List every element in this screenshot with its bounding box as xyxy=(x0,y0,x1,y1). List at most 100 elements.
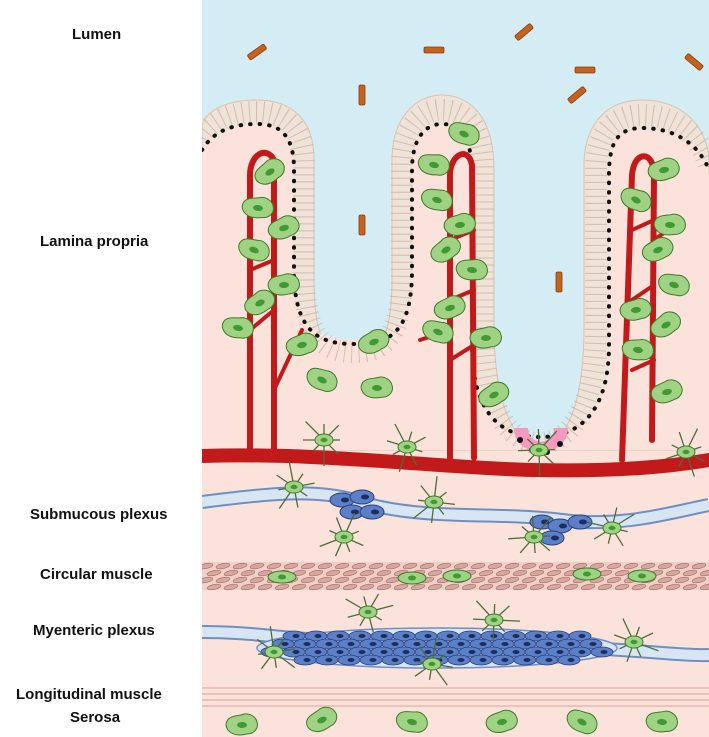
stellate-glia xyxy=(319,512,364,557)
longitudinal-muscle xyxy=(202,687,709,707)
intramuscular-glia xyxy=(397,571,427,585)
muscle-cell xyxy=(351,576,367,584)
muscle-cell xyxy=(308,583,324,591)
luminal-bacteria xyxy=(247,23,704,293)
muscle-cell xyxy=(249,562,265,570)
muscle-cell xyxy=(487,576,503,584)
muscle-cell xyxy=(257,583,273,591)
muscle-cell xyxy=(657,562,673,570)
glial-cell xyxy=(619,298,652,321)
muscle-cell xyxy=(665,583,681,591)
lamina-propria-core xyxy=(202,125,709,450)
glial-cell xyxy=(267,215,300,240)
neuron xyxy=(535,638,559,650)
glial-cell xyxy=(658,273,690,297)
muscle-cell xyxy=(555,576,571,584)
muscle-cell xyxy=(202,576,214,584)
muscle-cell xyxy=(402,562,418,570)
myenteric-neurons xyxy=(260,630,614,666)
glial-cell xyxy=(420,188,453,212)
muscle-cell xyxy=(597,583,613,591)
muscle-cell xyxy=(538,562,554,570)
muscle-cell xyxy=(512,583,528,591)
glial-cell xyxy=(448,122,480,146)
glial-cell xyxy=(244,289,276,316)
muscle-cell xyxy=(487,562,503,570)
muscle-cell xyxy=(300,576,316,584)
bacterium xyxy=(514,23,534,41)
neuron xyxy=(491,638,515,650)
muscle-cell xyxy=(606,562,622,570)
stellate-glia xyxy=(413,476,455,523)
glial-cell xyxy=(469,326,502,349)
neuron xyxy=(513,654,537,666)
muscle-cell xyxy=(495,583,511,591)
muscle-cell xyxy=(470,562,486,570)
neuron xyxy=(326,630,350,642)
muscle-cell xyxy=(691,562,707,570)
neuron xyxy=(414,630,438,642)
muscle-cell xyxy=(512,569,528,577)
muscle-cell xyxy=(521,562,537,570)
muscle-cell xyxy=(470,576,486,584)
neuron xyxy=(579,638,603,650)
bacterium xyxy=(423,46,445,54)
muscle-cell xyxy=(580,583,596,591)
muscle-cell xyxy=(342,583,358,591)
muscle-cell xyxy=(223,569,239,577)
glial-cell xyxy=(422,320,454,344)
neuron xyxy=(491,654,515,666)
muscle-cell xyxy=(478,569,494,577)
muscle-cell xyxy=(478,583,494,591)
glial-cell xyxy=(238,238,270,262)
muscle-cell xyxy=(368,576,384,584)
muscle-cell xyxy=(563,583,579,591)
neuron xyxy=(568,630,592,642)
stellate-glia xyxy=(613,618,659,663)
bacterium xyxy=(358,214,366,236)
muscle-cell xyxy=(232,576,248,584)
stellate-glia xyxy=(665,428,706,477)
glial-cell xyxy=(650,379,683,404)
neuron xyxy=(447,654,471,666)
muscle-cell xyxy=(240,569,256,577)
label-myenteric-plexus: Myenteric plexus xyxy=(33,622,155,639)
muscle-cell xyxy=(223,583,239,591)
muscle-cell xyxy=(266,562,282,570)
glial-cell xyxy=(641,237,674,262)
glial-cell xyxy=(306,706,338,733)
muscle-cell xyxy=(215,576,231,584)
muscle-cell xyxy=(589,562,605,570)
bacterium xyxy=(574,66,596,74)
muscle-cell xyxy=(325,583,341,591)
muscle-cell xyxy=(334,576,350,584)
neuron xyxy=(339,504,365,520)
muscle-cell xyxy=(606,576,622,584)
muscle-cell xyxy=(555,562,571,570)
glial-cell xyxy=(566,709,598,735)
muscle-cell xyxy=(504,562,520,570)
muscle-cell xyxy=(419,562,435,570)
neuron xyxy=(349,489,375,505)
glial-cell xyxy=(647,157,680,182)
stellate-glia xyxy=(256,626,296,670)
muscle-cell xyxy=(504,576,520,584)
stellate-glia xyxy=(508,516,552,554)
muscle-cell xyxy=(240,583,256,591)
intramuscular-glia xyxy=(442,569,472,583)
muscle-cell xyxy=(410,583,426,591)
glial-cell xyxy=(241,196,274,219)
stellate-glia xyxy=(345,593,394,633)
neuron xyxy=(315,654,339,666)
label-submucous-plexus: Submucous plexus xyxy=(30,506,168,523)
glial-cell xyxy=(360,376,393,399)
label-lamina-propria: Lamina propria xyxy=(40,233,149,250)
label-serosa: Serosa xyxy=(70,709,121,726)
muscle-cell xyxy=(300,562,316,570)
neuron xyxy=(381,654,405,666)
muscle-cell xyxy=(283,562,299,570)
bacterium xyxy=(567,86,587,104)
muscle-cell xyxy=(257,569,273,577)
glial-cell xyxy=(645,710,678,733)
glial-cell xyxy=(653,213,686,236)
